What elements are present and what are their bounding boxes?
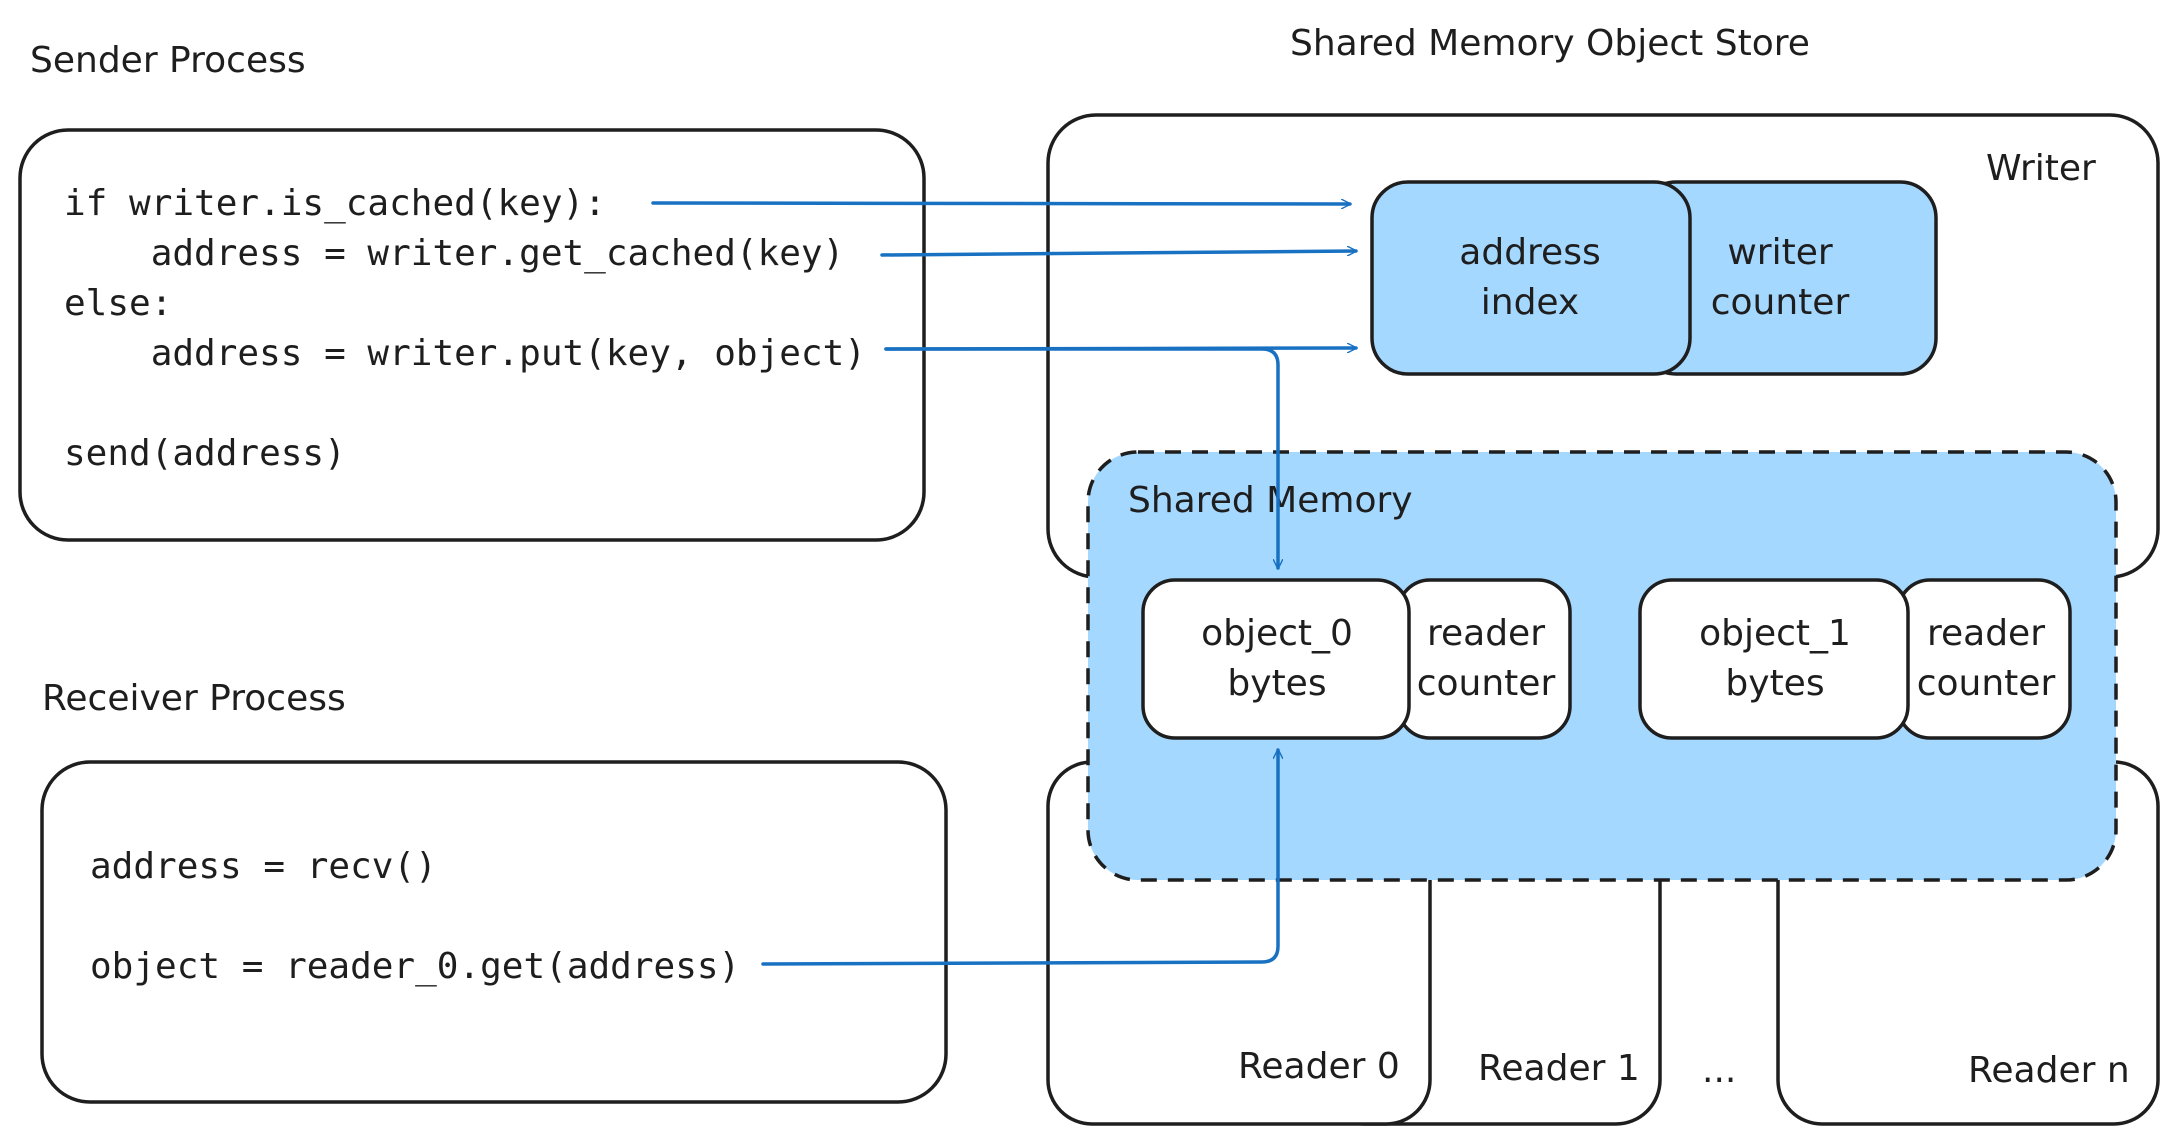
writer-counter-line: counter (1711, 282, 1850, 323)
receiver-title: Receiver Process (42, 678, 346, 719)
sender-box (18, 128, 926, 542)
receiver-box (40, 760, 948, 1104)
sender-code-line: send(address) (64, 433, 346, 474)
sender-code: if writer.is_cached(key): address = writ… (64, 183, 866, 474)
address-index-box (1370, 180, 1692, 376)
object-1-counter-line: reader (1927, 613, 2045, 654)
receiver-code-line: object = reader_0.get(address) (90, 946, 740, 987)
object-1-bytes-line: object_1 (1699, 613, 1851, 654)
reader-0-label: Reader 0 (1238, 1046, 1400, 1087)
receiver-code-line: address = recv() (90, 846, 437, 887)
shared-memory-region (1086, 450, 2118, 882)
object-0-counter-line: counter (1417, 663, 1556, 704)
arrow-is-cached-to-address-index (651, 203, 1352, 204)
object-0-bytes-line: object_0 (1201, 613, 1353, 654)
sender-code-line: if writer.is_cached(key): (64, 183, 606, 224)
address-index-line: address (1459, 232, 1600, 273)
writer-counter-line: writer (1727, 232, 1833, 273)
reader-n-label: Reader n (1968, 1050, 2130, 1091)
sender-code-line: address = writer.get_cached(key) (64, 233, 844, 274)
shared-memory-label: Shared Memory (1128, 480, 1413, 521)
sender-code-line: else: (64, 283, 172, 324)
object-0-counter-line: reader (1427, 613, 1545, 654)
object-1-bytes-box (1638, 578, 1910, 740)
store-title: Shared Memory Object Store (1290, 23, 1810, 64)
reader-1-label: Reader 1 (1478, 1048, 1640, 1089)
writer-label: Writer (1986, 148, 2096, 189)
receiver-code: address = recv() object = reader_0.get(a… (90, 846, 740, 987)
object-0-bytes-line: bytes (1227, 663, 1326, 704)
arrow-put-to-object-0 (884, 347, 1278, 570)
address-index-line: index (1481, 282, 1580, 323)
arrow-get-to-object-0 (761, 748, 1278, 966)
sender-code-line: address = writer.put(key, object) (64, 333, 866, 374)
object-1-reader-counter-box (1896, 578, 2072, 740)
sender-title: Sender Process (30, 40, 306, 81)
reader-ellipsis: ... (1702, 1050, 1736, 1091)
object-1-bytes-line: bytes (1725, 663, 1824, 704)
arrow-get-cached-to-address-index (880, 251, 1358, 257)
object-0-bytes-box (1141, 578, 1411, 740)
object-0-reader-counter-box (1396, 578, 1572, 740)
object-1-counter-line: counter (1917, 663, 2056, 704)
